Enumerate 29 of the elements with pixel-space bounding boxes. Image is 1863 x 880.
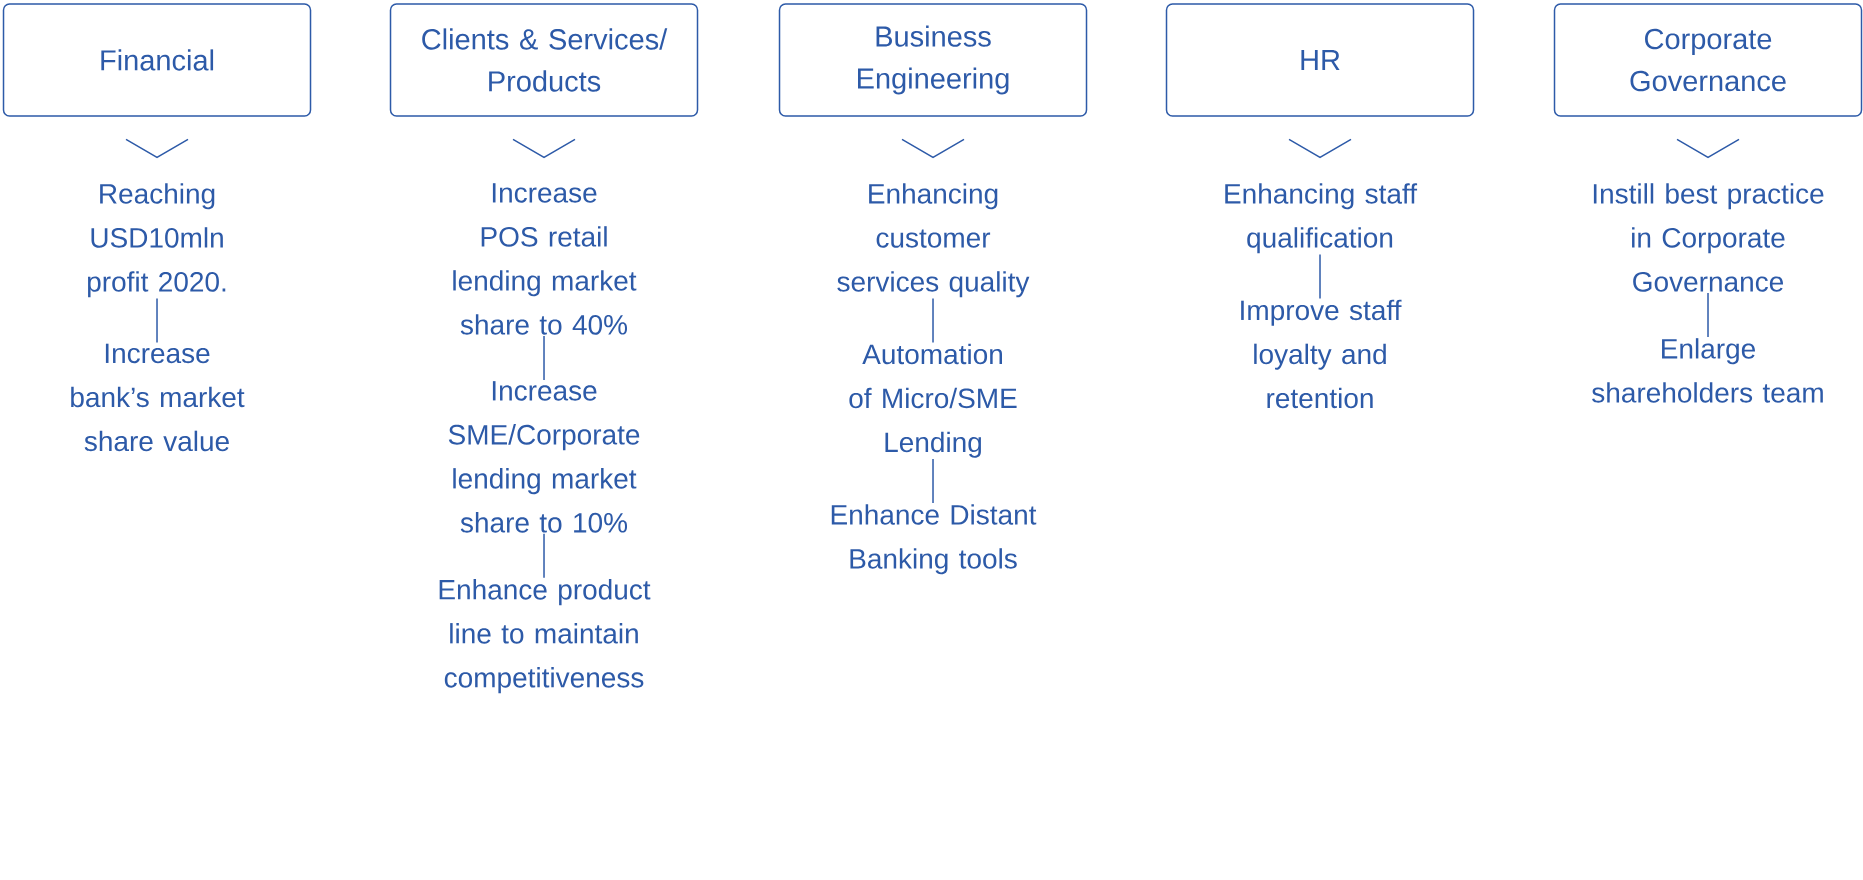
category-box: Clients & Services/ Products (389, 3, 699, 117)
goal-text: Automation of Micro/SME Lending (849, 343, 1017, 458)
goal-text: Enhance Distant Banking tools (831, 504, 1037, 575)
connector-line (543, 335, 545, 381)
chevron (1288, 138, 1352, 159)
chevron (512, 138, 576, 159)
category-box: Financial (2, 3, 312, 117)
goal-text: Instill best practice in Corporate Governance (1593, 183, 1824, 292)
goal-text: Increase bank’s market share value (71, 343, 245, 452)
connector-line (932, 297, 934, 344)
goal-text: Increase SME/Corporate lending market share to 10% (448, 381, 640, 533)
chevron (125, 138, 189, 159)
connector-line (543, 533, 545, 579)
goal-text: Enlarge shareholders team (1592, 338, 1823, 403)
goal-text: Reaching USD10mln profit 2020. (88, 183, 226, 298)
goal-text: Enhance product line to maintain competitiveness (439, 579, 651, 694)
goal-text: Improve staff loyalty and retention (1241, 299, 1402, 409)
connector-line (932, 458, 934, 504)
goal-text: Enhancing customer services quality (837, 183, 1030, 298)
connector-line (1319, 253, 1321, 300)
connector-line (156, 297, 158, 344)
goal-text: Increase POS retail lending market share to 40% (453, 183, 637, 335)
chevron (1676, 138, 1740, 159)
category-box: HR (1165, 3, 1475, 117)
category-box: Corporate Governance (1553, 3, 1863, 117)
goal-text: Enhancing staff qualification (1225, 183, 1418, 254)
connector-line (1707, 292, 1709, 338)
category-box: Business Engineering (778, 3, 1088, 117)
chevron (901, 138, 965, 159)
